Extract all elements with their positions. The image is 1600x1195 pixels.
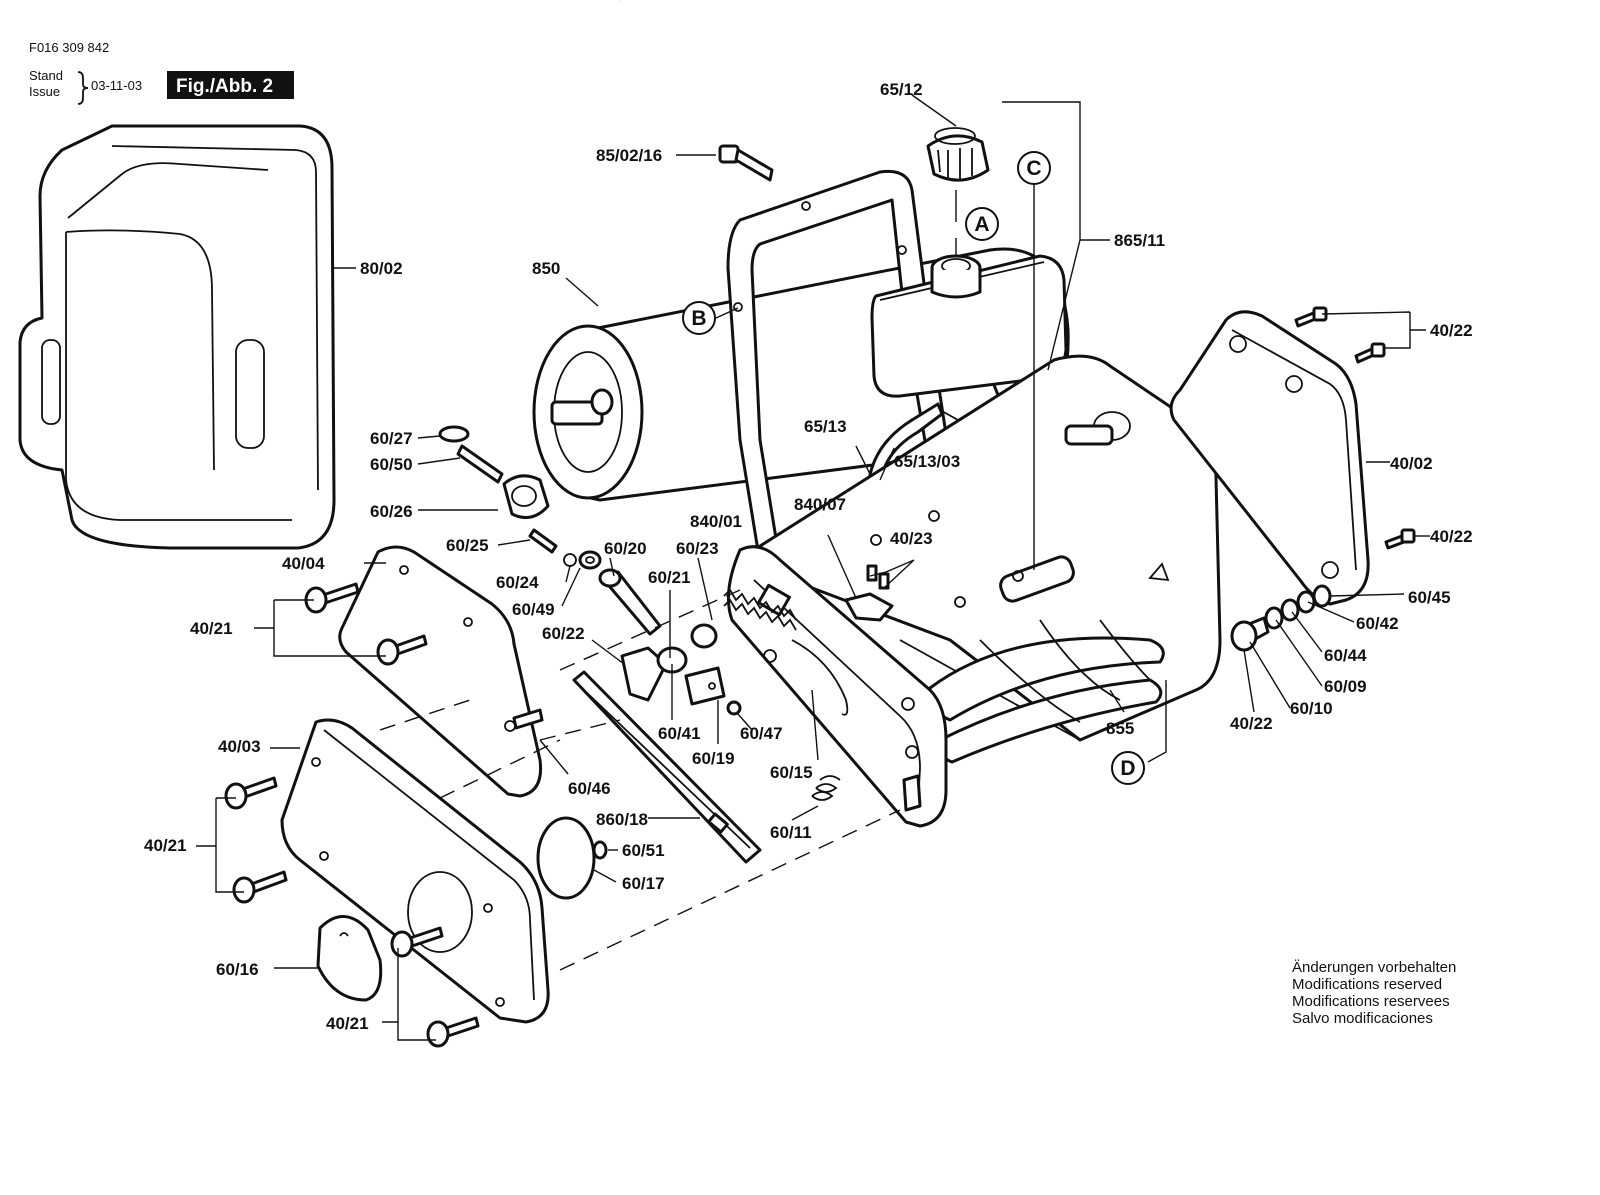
part-label: 60/10 [1290, 699, 1333, 718]
screw-85-02-16 [718, 144, 774, 182]
part-label: 40/04 [282, 554, 325, 573]
note-line: Änderungen vorbehalten [1292, 959, 1456, 976]
part-label: 40/22 [1430, 321, 1473, 340]
callout-a: A [965, 207, 999, 241]
part-label: 40/22 [1230, 714, 1273, 733]
bracket-lines [196, 101, 1426, 1041]
part-label: 60/09 [1324, 677, 1367, 696]
callout-d: D [1111, 751, 1145, 785]
small-spring-part [811, 775, 841, 801]
blade-reel-part [928, 619, 1165, 764]
part-label: 60/46 [568, 779, 611, 798]
part-label: 855 [1106, 719, 1134, 738]
part-label: 860/18 [596, 810, 648, 829]
note-line: Modifications reservees [1292, 993, 1450, 1010]
part-label: 60/49 [512, 600, 555, 619]
filler-cap-part [926, 127, 990, 182]
note-line: Salvo modificaciones [1292, 1010, 1433, 1027]
svg-text:C: C [1026, 157, 1041, 180]
part-label: 60/11 [770, 823, 812, 842]
svg-text:A: A [974, 213, 989, 236]
modifications-notes: Änderungen vorbehalten Modifications res… [1292, 959, 1456, 1027]
part-label: 60/41 [658, 724, 701, 743]
part-label: 60/26 [370, 502, 413, 521]
part-label: 60/25 [446, 536, 489, 555]
part-label: 865/11 [1114, 231, 1165, 250]
stand-label: Stand [29, 68, 63, 83]
callout-b: B [682, 301, 716, 335]
part-label: 60/22 [542, 624, 585, 643]
washer-disc-part [536, 816, 608, 900]
part-label: 60/51 [622, 841, 665, 860]
bracket-part [620, 623, 741, 715]
issue-label: Issue [29, 84, 60, 99]
callout-c: C [1017, 151, 1051, 185]
leader-lines [270, 94, 1430, 969]
part-label: 60/16 [216, 960, 259, 979]
part-label: 60/42 [1356, 614, 1399, 633]
part-label: 60/20 [604, 539, 647, 558]
part-label: 60/45 [1408, 588, 1451, 607]
part-label: 60/21 [648, 568, 691, 587]
part-label: 60/15 [770, 763, 813, 782]
adjuster-rod-part [791, 639, 849, 716]
part-label: 850 [532, 259, 560, 278]
part-labels: 65/12 85/02/16 865/11 80/02 850 40/22 60… [144, 80, 1473, 1033]
svg-text:D: D [1120, 757, 1135, 780]
part-label: 40/23 [890, 529, 933, 548]
doc-number: F016 309 842 [29, 40, 109, 55]
part-label: 40/21 [326, 1014, 369, 1033]
svg-text:B: B [691, 307, 706, 330]
disc-cap-part [316, 915, 383, 1002]
part-label: 65/12 [880, 80, 923, 99]
side-cover-left-part [280, 718, 550, 1024]
part-label: 60/44 [1324, 646, 1367, 665]
part-label: 60/27 [370, 429, 413, 448]
side-plate-left-inner-part [338, 545, 544, 798]
assembly-dash-lines [379, 589, 901, 971]
adjust-bar-part [572, 670, 762, 864]
part-label: 65/13/03 [894, 452, 960, 471]
part-label: 60/47 [740, 724, 783, 743]
part-label: 80/02 [360, 259, 403, 278]
handle-tank-part [870, 254, 1068, 398]
brace-icon [77, 71, 89, 105]
part-label: 85/02/16 [596, 146, 662, 165]
part-label: 840/07 [794, 495, 846, 514]
note-line: Modifications reserved [1292, 976, 1442, 993]
part-label: 40/02 [1390, 454, 1433, 473]
part-label: 40/21 [190, 619, 233, 638]
part-label: 65/13 [804, 417, 847, 436]
part-label: 40/22 [1430, 527, 1473, 546]
part-label: 60/19 [692, 749, 735, 768]
part-label: 60/24 [496, 573, 539, 592]
washer-stack-right [1230, 584, 1332, 652]
height-adjust-knob-part [438, 425, 602, 570]
grass-box-part [18, 124, 336, 550]
figure-title: Fig./Abb. 2 [176, 76, 273, 97]
part-label: 840/01 [690, 512, 742, 531]
part-label: 40/03 [218, 737, 261, 756]
issue-date: 03-11-03 [91, 78, 142, 93]
side-plate-right-part [1169, 310, 1370, 606]
screws-40-21-lower [224, 776, 480, 1048]
part-label: 60/23 [676, 539, 719, 558]
screws-40-21-upper [304, 582, 428, 666]
part-label: 40/21 [144, 836, 187, 855]
part-label: 60/17 [622, 874, 665, 893]
figure-badge [167, 71, 294, 99]
nut-60-47 [726, 700, 742, 716]
spring-part [723, 588, 797, 663]
part-label: 60/50 [370, 455, 413, 474]
side-frame-part [726, 545, 948, 828]
